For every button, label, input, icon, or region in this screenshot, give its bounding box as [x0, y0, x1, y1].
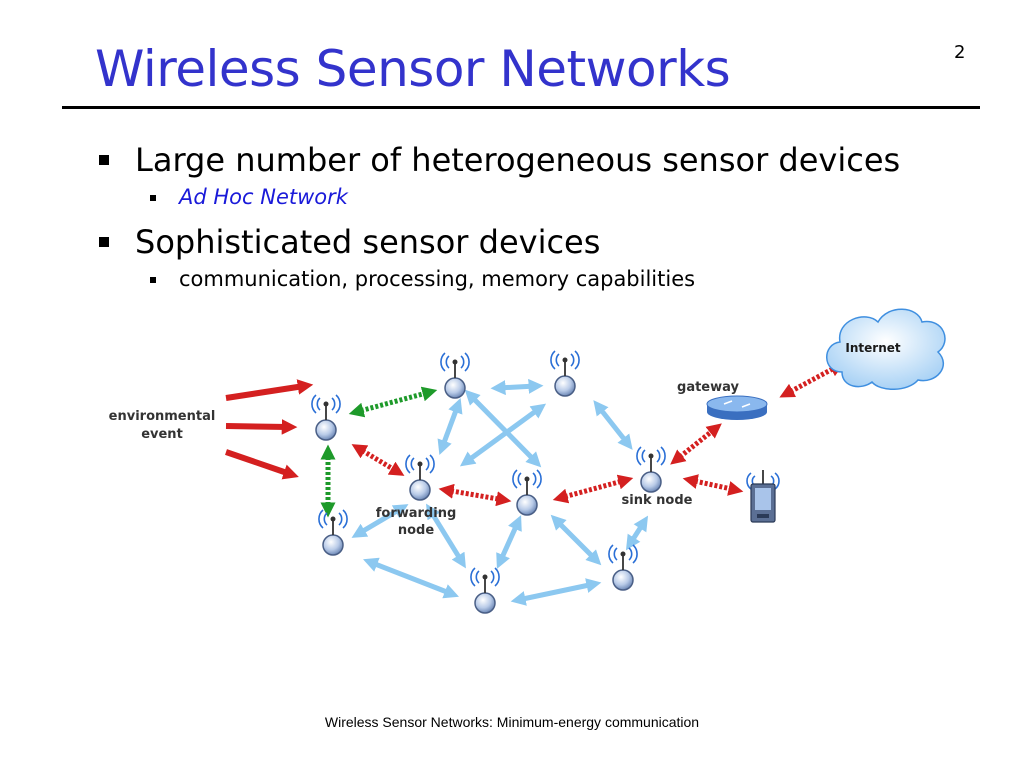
sensor-node-icon: [470, 567, 500, 614]
slide-footer: Wireless Sensor Networks: Minimum-energy…: [324, 714, 700, 730]
bullet-sophisticated: Sophisticated sensor devices: [95, 222, 975, 262]
page-number: 2: [954, 42, 966, 63]
router-icon: [706, 395, 768, 420]
sensor-node-icon: [405, 454, 435, 501]
cloud-icon: [826, 308, 946, 390]
sensor-node-icon: [636, 446, 666, 493]
bullet-list: Large number of heterogeneous sensor dev…: [95, 140, 975, 294]
sensor-node-icon: [440, 352, 470, 399]
sensor-node-icon: [318, 509, 348, 556]
environmental-event-label: event: [141, 427, 183, 442]
event-detection-links: [320, 386, 438, 518]
environmental-event-label: environmental: [109, 409, 216, 424]
sensor-node-icon: [311, 394, 341, 441]
bullet-heterogeneous: Large number of heterogeneous sensor dev…: [95, 140, 975, 180]
sensor-node-icon: [608, 544, 638, 591]
forwarding-node-label: node: [398, 523, 434, 538]
sensor-node-icon: [512, 469, 542, 516]
sink-node-label: sink node: [622, 493, 693, 508]
event-arrows: [225, 379, 314, 480]
sub-bullet-capabilities: communication, processing, memory capabi…: [95, 264, 975, 294]
gateway-label: gateway: [677, 380, 739, 395]
sensor-node-icon: [550, 350, 580, 397]
slide-title: Wireless Sensor Networks: [95, 40, 731, 98]
pda-icon: [746, 470, 780, 523]
internet-label: Internet: [845, 341, 900, 355]
title-divider: [62, 106, 980, 109]
sub-bullet-ad-hoc: Ad Hoc Network: [95, 182, 975, 212]
forwarding-node-label: forwarding: [376, 506, 457, 521]
data-flow-links: [351, 362, 845, 507]
wireless-links: [351, 378, 649, 606]
